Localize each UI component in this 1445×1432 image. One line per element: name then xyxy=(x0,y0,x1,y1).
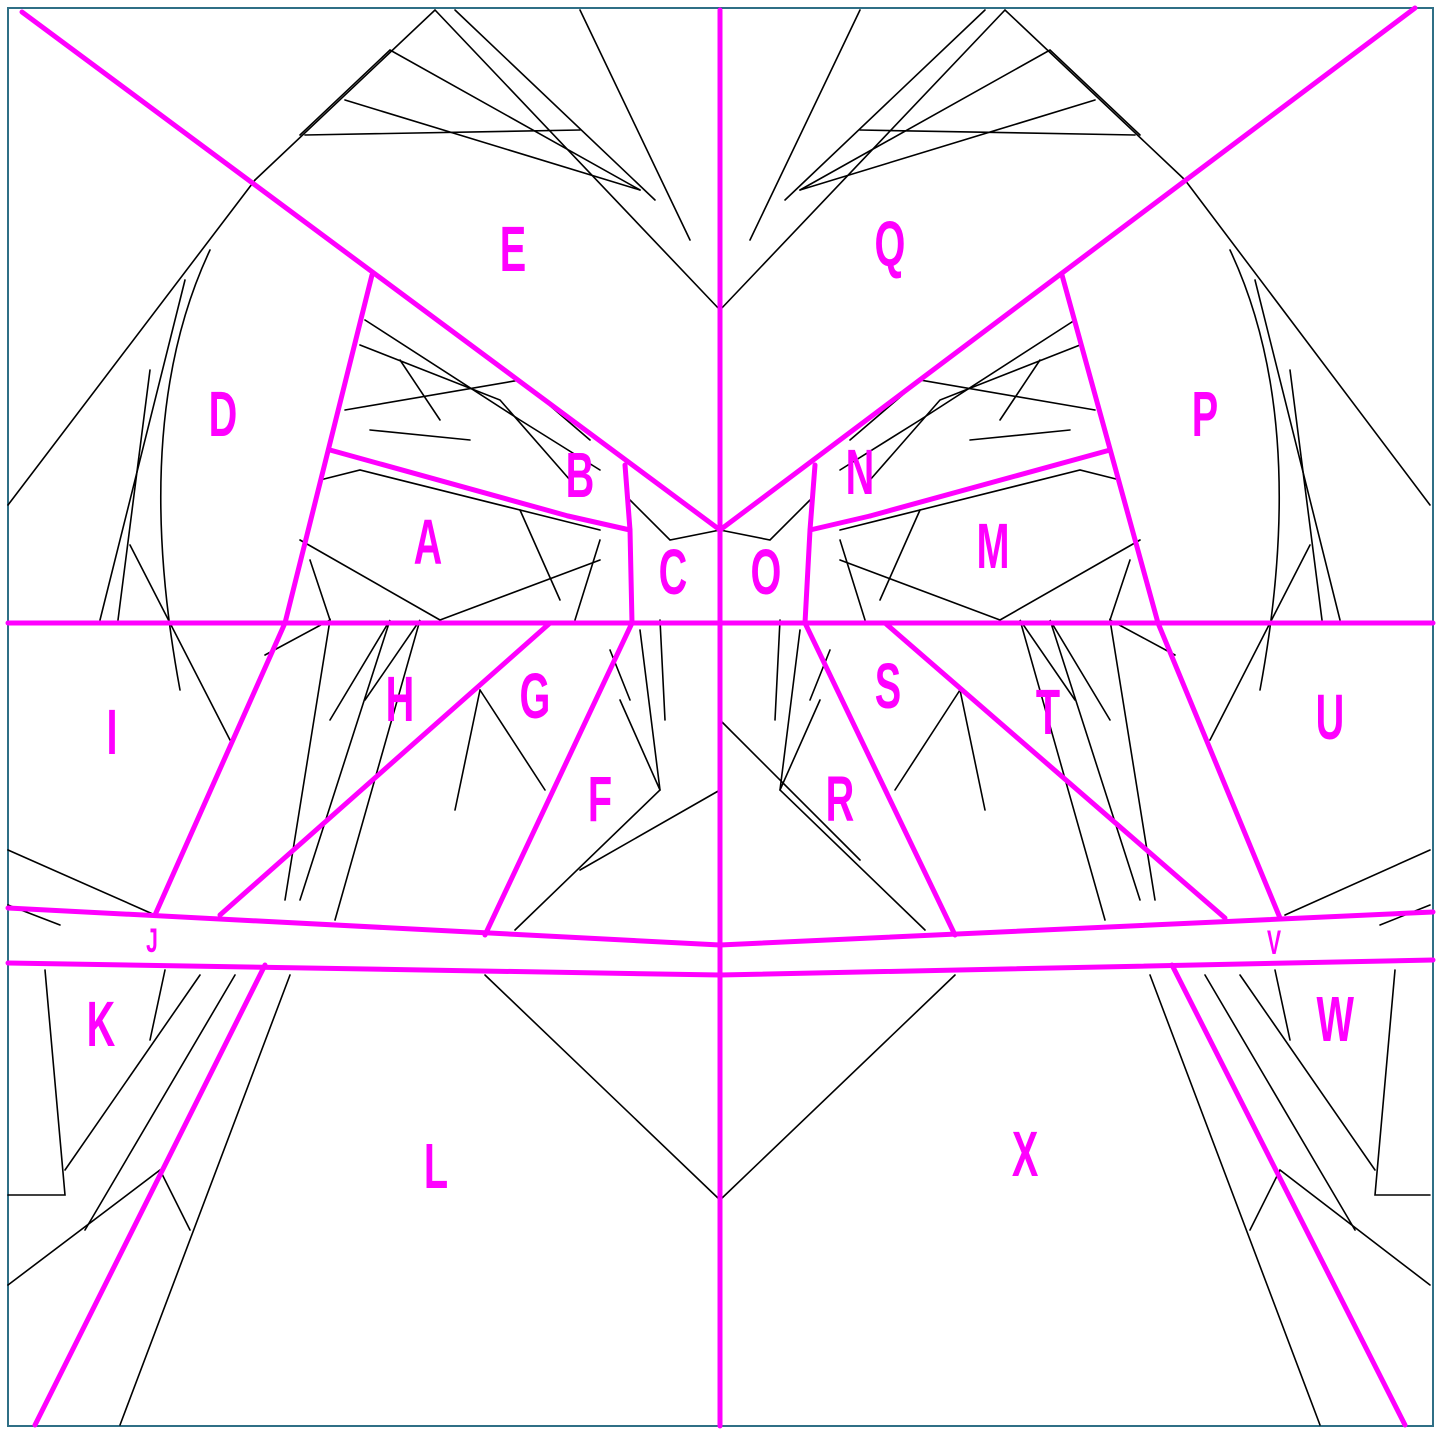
section-label-t: T xyxy=(1036,678,1060,749)
section-label-x: X xyxy=(1012,1120,1039,1191)
section-label-p: P xyxy=(1192,380,1218,451)
section-lines xyxy=(8,8,1433,1426)
section-label-w: W xyxy=(1316,985,1354,1056)
section-label-m: M xyxy=(976,512,1009,583)
section-label-j: J xyxy=(146,921,158,959)
section-label-o: O xyxy=(751,538,782,609)
section-label-b: B xyxy=(566,441,595,512)
section-label-k: K xyxy=(87,990,116,1061)
section-label-a: A xyxy=(414,508,443,579)
section-label-f: F xyxy=(588,765,612,836)
section-label-g: G xyxy=(520,662,551,733)
section-label-d: D xyxy=(209,380,238,451)
section-label-n: N xyxy=(846,438,875,509)
section-label-r: R xyxy=(826,765,855,836)
section-label-c: C xyxy=(659,538,688,609)
section-label-h: H xyxy=(386,665,415,736)
section-label-l: L xyxy=(424,1132,448,1203)
section-label-u: U xyxy=(1316,683,1345,754)
section-label-i: I xyxy=(106,698,117,769)
section-label-e: E xyxy=(500,215,526,286)
section-label-q: Q xyxy=(875,210,906,281)
section-label-s: S xyxy=(875,652,901,723)
section-label-v: V xyxy=(1267,923,1281,961)
